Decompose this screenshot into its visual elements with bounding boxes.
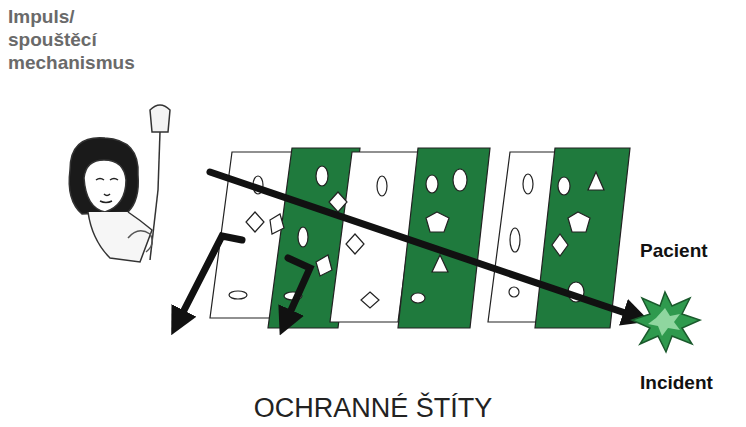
- protective-shields: [210, 148, 630, 328]
- incident-star: [632, 292, 700, 352]
- incident-label: Incident: [640, 372, 746, 395]
- patient-label: Pacient: [640, 240, 746, 263]
- incident-star-core: [648, 308, 680, 336]
- hazard-arrows: [176, 172, 640, 326]
- nurse-figure: [69, 105, 170, 262]
- shield-caption: OCHRANNÉ ŠTÍTY: [150, 392, 596, 424]
- trigger-label: Impuls/ spouštěcí mechanismus: [8, 6, 148, 74]
